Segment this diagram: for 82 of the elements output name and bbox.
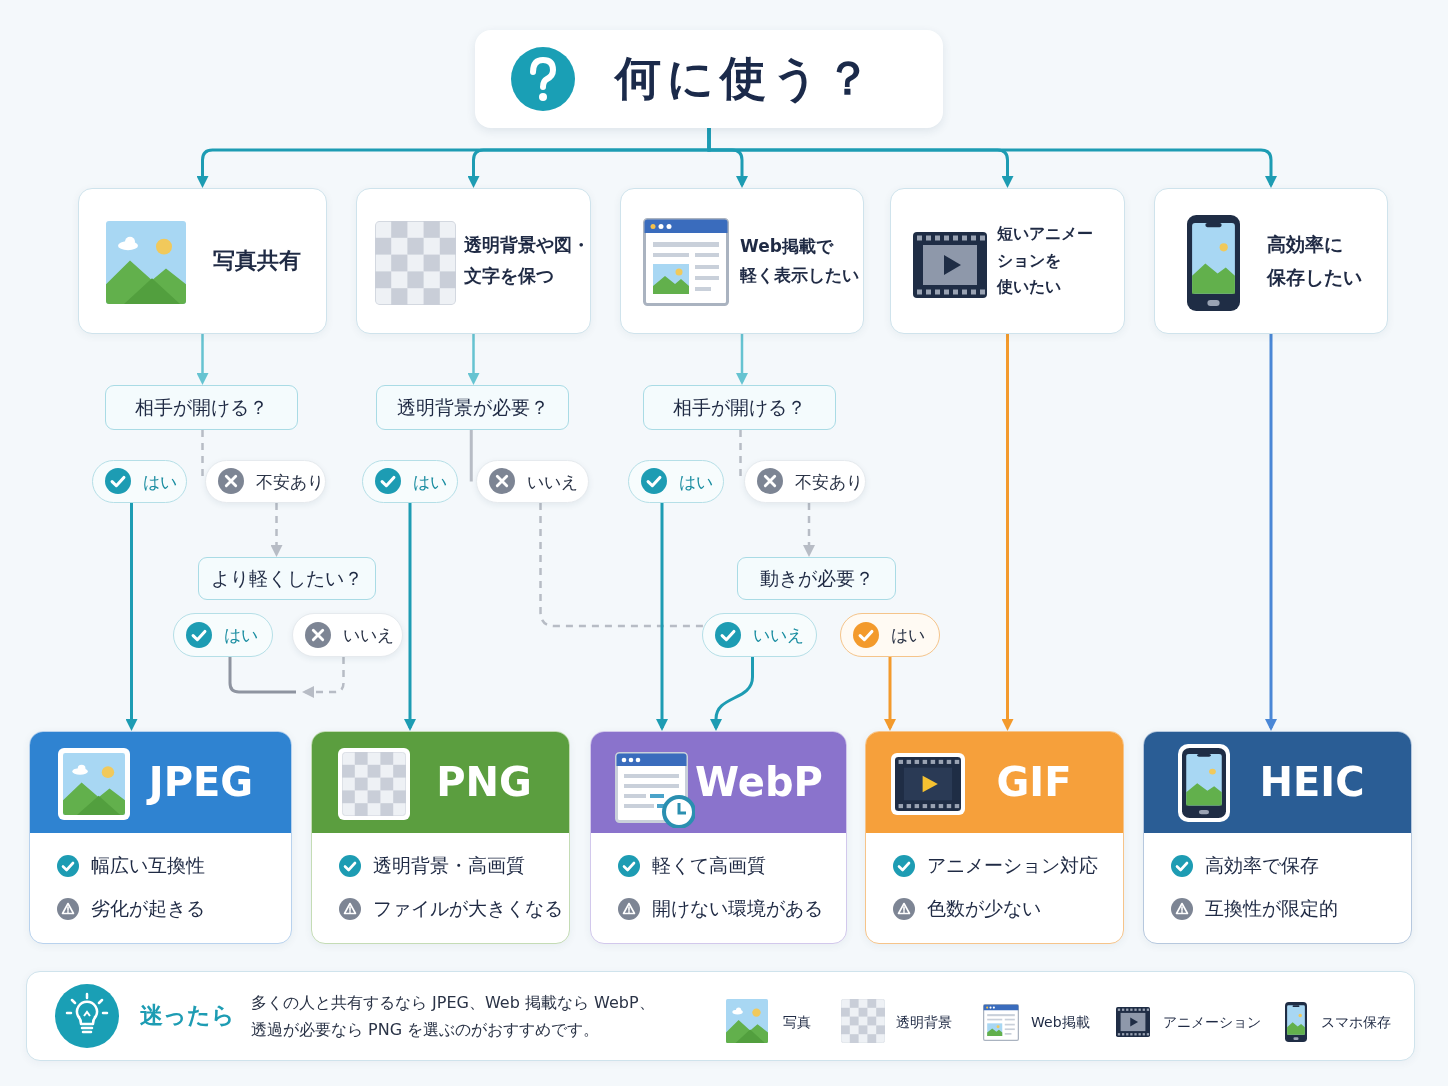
option-text: 写真共有	[213, 247, 301, 276]
arrow	[707, 128, 1277, 188]
legend-label: 透明背景	[896, 1013, 952, 1031]
title-box	[475, 30, 943, 128]
answer-text: 不安あり	[256, 471, 324, 492]
option-box	[1154, 188, 1388, 334]
title-text: 何に使う？	[615, 51, 877, 107]
format-name: PNG	[436, 759, 532, 805]
connector-line	[228, 657, 296, 694]
arrow	[1001, 334, 1014, 731]
answer-text: いいえ	[527, 471, 578, 492]
pro-text: 幅広い互換性	[91, 854, 205, 878]
arrow	[656, 503, 668, 731]
pro-text: 軽くて高画質	[652, 854, 766, 878]
answer-text: いいえ	[753, 624, 804, 646]
format-name: GIF	[996, 759, 1072, 805]
question-box: 相手が開ける？	[105, 385, 298, 430]
answer-pill	[362, 460, 458, 503]
tip-heading: 迷ったら	[140, 1002, 235, 1030]
option-box	[78, 188, 327, 334]
con-text: ファイルが大きくなる	[373, 897, 563, 921]
answer-text: はい	[413, 471, 447, 492]
option-text: 高効率に保存したい	[1267, 232, 1363, 290]
option-box	[356, 188, 591, 334]
arrow	[1265, 334, 1277, 731]
format-card	[311, 731, 570, 944]
answer-text: はい	[224, 624, 258, 646]
question-box: 相手が開ける？	[643, 385, 836, 430]
answer-pill	[205, 460, 326, 503]
arrow	[710, 657, 754, 731]
pro-text: 高効率で保存	[1205, 854, 1319, 878]
con-text: 開けない環境がある	[652, 897, 823, 921]
answer-pill	[628, 460, 724, 503]
pro-text: アニメーション対応	[927, 854, 1098, 878]
arrow	[196, 334, 209, 385]
legend-label: スマホ保存	[1321, 1013, 1391, 1031]
answer-text: 不安あり	[795, 471, 863, 492]
answer-pill	[92, 460, 187, 503]
legend-label: アニメーション	[1163, 1013, 1261, 1031]
answer-text: はい	[143, 471, 177, 492]
con-text: 互換性が限定的	[1205, 897, 1338, 921]
legend-label: Web掲載	[1031, 1013, 1090, 1031]
tip-text: 多くの人と共有するなら JPEG、Web 掲載なら WebP、透過が必要なら PNG を選ぶのがおすすめです。	[251, 992, 656, 1041]
question-box: 透明背景が必要？	[376, 385, 569, 430]
answer-text: はい	[679, 471, 713, 492]
format-card	[865, 731, 1124, 944]
answer-pill	[702, 613, 817, 657]
format-card	[29, 731, 292, 944]
option-box	[890, 188, 1125, 334]
arrow	[404, 503, 416, 731]
con-text: 劣化が起きる	[91, 897, 205, 921]
option-text: Web掲載で軽く表示したい	[740, 234, 860, 287]
format-card	[590, 731, 847, 944]
option-box	[620, 188, 864, 334]
arrow	[125, 503, 138, 731]
con-text: 色数が少ない	[927, 897, 1041, 921]
question-box: より軽くしたい？	[198, 557, 376, 600]
answer-text: いいえ	[343, 624, 394, 646]
answer-pill	[840, 613, 940, 657]
answer-pill	[292, 613, 403, 657]
connector-line	[539, 503, 704, 628]
arrow	[884, 657, 896, 731]
arrow	[736, 334, 748, 385]
pro-text: 透明背景・高画質	[373, 854, 525, 878]
arrow	[467, 334, 480, 385]
arrow	[270, 503, 283, 557]
format-name: HEIC	[1259, 759, 1365, 805]
answer-text: はい	[891, 624, 925, 646]
answer-pill	[744, 460, 866, 503]
legend-label: 写真	[783, 1013, 811, 1031]
answer-pill	[476, 460, 589, 503]
option-text: 透明背景や図・文字を保つ	[464, 233, 590, 288]
arrow	[302, 657, 345, 698]
connector-line	[469, 430, 473, 482]
tip-box	[26, 971, 1415, 1061]
option-text: 短いアニメーションを使いたい	[997, 224, 1094, 299]
question-box: 動きが必要？	[737, 557, 896, 600]
format-name: WebP	[695, 759, 823, 805]
format-card	[1143, 731, 1412, 944]
format-name: JPEG	[148, 759, 254, 805]
answer-pill	[173, 613, 273, 657]
arrow	[803, 503, 815, 557]
